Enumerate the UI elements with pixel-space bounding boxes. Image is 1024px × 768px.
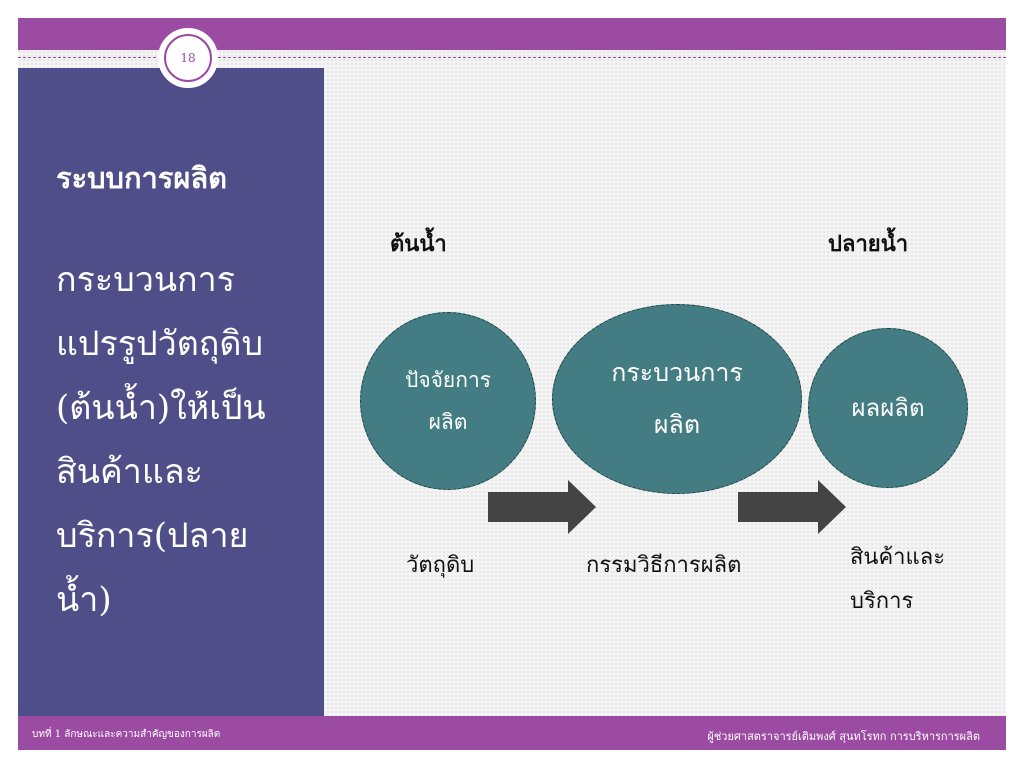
node-input-factors: ปัจจัยการ ผลิต: [360, 312, 536, 490]
body-line: บริการ(ปลาย: [56, 516, 249, 556]
caption-goods-services: สินค้าและ บริการ: [850, 536, 945, 624]
upstream-label: ต้นน้ำ: [390, 231, 447, 257]
caption-output-line1: สินค้าและ: [850, 545, 946, 570]
slide-title: ระบบการผลิต: [56, 161, 227, 195]
page-number-badge: 18: [158, 28, 218, 88]
body-line: น้ำ): [56, 580, 112, 620]
caption-production-method: กรรมวิธีการผลิต: [586, 553, 742, 578]
divider-line: [18, 57, 1006, 58]
slide: 18 ระบบการผลิต กระบวนการ แปรรูปวัตถุดิบ …: [18, 18, 1006, 750]
body-line: แปรรูปวัตถุดิบ: [56, 324, 264, 364]
downstream-label: ปลายน้ำ: [828, 231, 909, 257]
footer-chapter: บทที่ 1 ลักษณะและความสำคัญของการผลิต: [32, 729, 221, 740]
caption-output-line2: บริการ: [850, 589, 914, 614]
node-input-line2: ผลิต: [428, 410, 468, 434]
node-input-line1: ปัจจัยการ: [404, 368, 492, 392]
left-panel: [18, 68, 324, 716]
node-production-process: กระบวนการ ผลิต: [552, 304, 802, 494]
caption-raw-material: วัตถุดิบ: [406, 553, 475, 578]
body-line: สินค้าและ: [56, 452, 203, 492]
node-process-line2: ผลิต: [653, 410, 701, 439]
body-line: (ต้นน้ำ)ให้เป็น: [56, 388, 266, 428]
node-process-line1: กระบวนการ: [611, 358, 743, 387]
footer-author: ผู้ช่วยศาสตราจารย์เติมพงศ์ สุนทโรทก การบ…: [707, 730, 980, 743]
slide-body: กระบวนการ แปรรูปวัตถุดิบ (ต้นน้ำ)ให้เป็น…: [56, 248, 318, 632]
arrow-right-icon: [488, 480, 596, 534]
page-number: 18: [180, 51, 196, 65]
body-line: กระบวนการ: [56, 260, 235, 300]
node-output: ผลผลิต: [808, 328, 968, 488]
node-output-line1: ผลผลิต: [851, 394, 925, 422]
bottom-band: [18, 716, 1006, 750]
arrow-right-icon: [738, 480, 846, 534]
